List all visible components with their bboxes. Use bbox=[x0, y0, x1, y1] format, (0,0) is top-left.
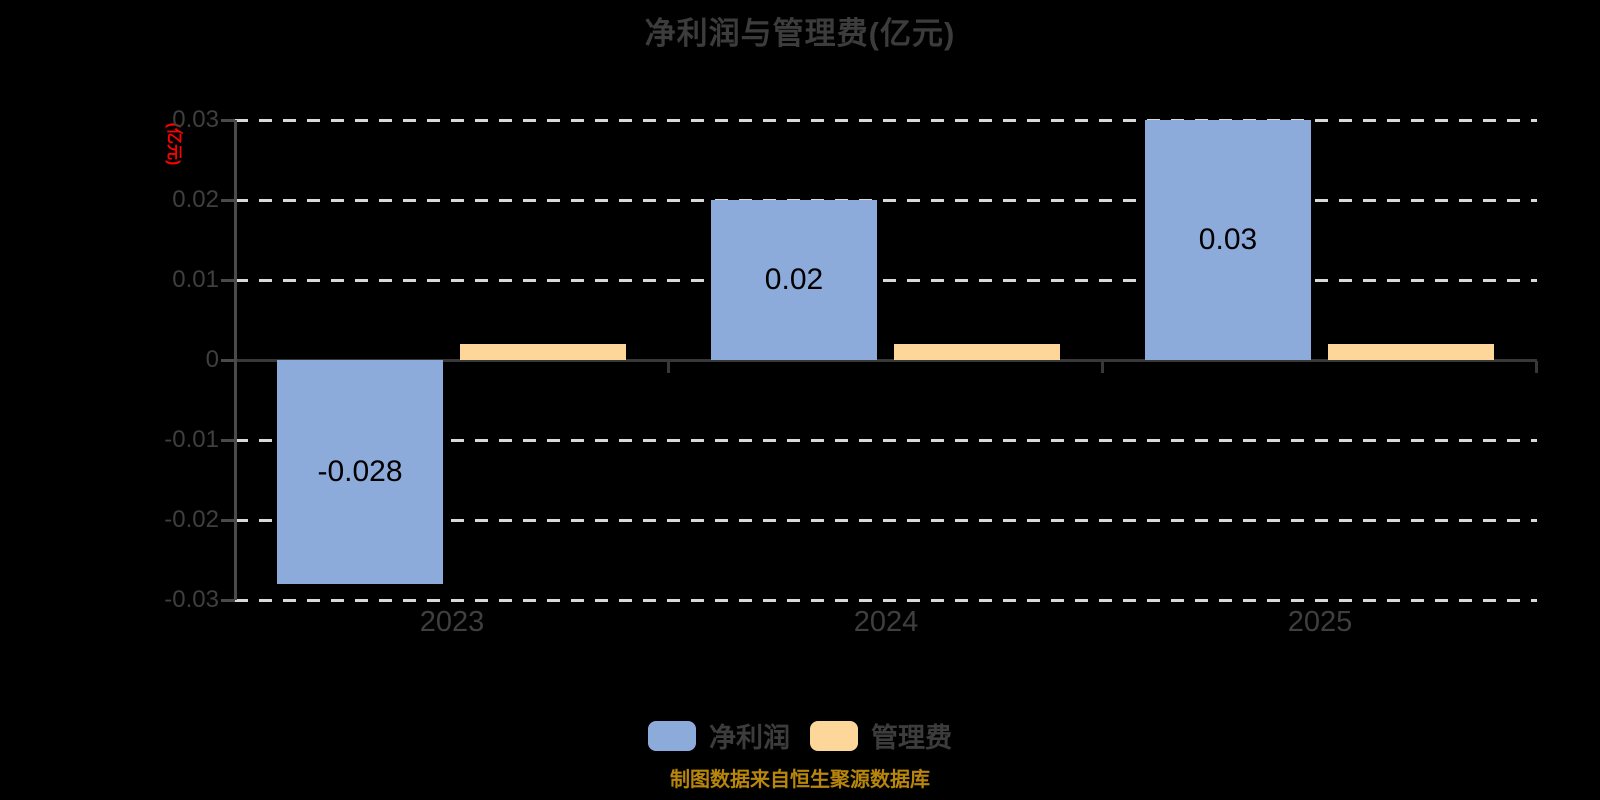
bar-管理费-2025[interactable] bbox=[1328, 344, 1494, 360]
y-tick-label: 0 bbox=[205, 346, 219, 373]
gridline bbox=[235, 599, 1537, 602]
x-axis-tick bbox=[1101, 361, 1104, 373]
y-axis-tick bbox=[221, 359, 235, 362]
y-tick-label: -0.03 bbox=[164, 586, 219, 613]
y-axis-tick bbox=[221, 119, 235, 122]
y-axis-tick bbox=[221, 439, 235, 442]
bar-净利润-2025[interactable]: 0.03 bbox=[1145, 120, 1311, 360]
bar-value-label: 0.03 bbox=[1198, 223, 1258, 256]
y-tick-label: -0.01 bbox=[164, 426, 219, 453]
bar-value-label: 0.02 bbox=[764, 263, 824, 296]
x-axis-zero-line bbox=[235, 359, 1537, 362]
gridline bbox=[235, 279, 1537, 282]
bar-净利润-2024[interactable]: 0.02 bbox=[711, 200, 877, 360]
gridline bbox=[235, 119, 1537, 122]
legend-label: 净利润 bbox=[709, 723, 790, 753]
plot-area: 0.03 0.02 0.01 0 -0.01 -0.02 -0.03 -0.028 0.02 0.… bbox=[164, 106, 1538, 638]
y-axis-tick bbox=[221, 599, 235, 602]
chart-title: 净利润与管理费(亿元) bbox=[644, 16, 956, 51]
bar-净利润-2023[interactable]: -0.028 bbox=[277, 360, 443, 584]
y-axis-line bbox=[234, 120, 237, 600]
gridline bbox=[235, 519, 1537, 522]
x-axis-label-2023: 2023 bbox=[419, 606, 485, 638]
y-axis-tick bbox=[221, 199, 235, 202]
mgmt-fee-swatch bbox=[810, 720, 858, 751]
y-tick-label: 0.03 bbox=[172, 106, 219, 133]
legend-item-mgmt-fee[interactable]: 管理费 bbox=[810, 716, 952, 755]
gridline bbox=[235, 199, 1537, 202]
data-source-note: 制图数据来自恒生聚源数据库 bbox=[670, 769, 930, 791]
x-axis-label-2025: 2025 bbox=[1287, 606, 1353, 638]
legend-label: 管理费 bbox=[871, 723, 952, 753]
bar-value-label: -0.028 bbox=[317, 455, 403, 488]
y-tick-label: 0.02 bbox=[172, 186, 219, 213]
legend-item-net-profit[interactable]: 净利润 bbox=[648, 716, 790, 755]
bar-管理费-2024[interactable] bbox=[894, 344, 1060, 360]
x-axis-tick bbox=[667, 361, 670, 373]
net-profit-swatch bbox=[648, 720, 696, 751]
y-axis-tick bbox=[221, 519, 235, 522]
x-axis-label-2024: 2024 bbox=[853, 606, 919, 638]
legend: 净利润 管理费 bbox=[0, 716, 1600, 755]
gridline bbox=[235, 439, 1537, 442]
y-axis-tick bbox=[221, 279, 235, 282]
x-axis-tick bbox=[1535, 361, 1538, 373]
y-tick-label: -0.02 bbox=[164, 506, 219, 533]
bar-管理费-2023[interactable] bbox=[460, 344, 626, 360]
y-tick-label: 0.01 bbox=[172, 266, 219, 293]
